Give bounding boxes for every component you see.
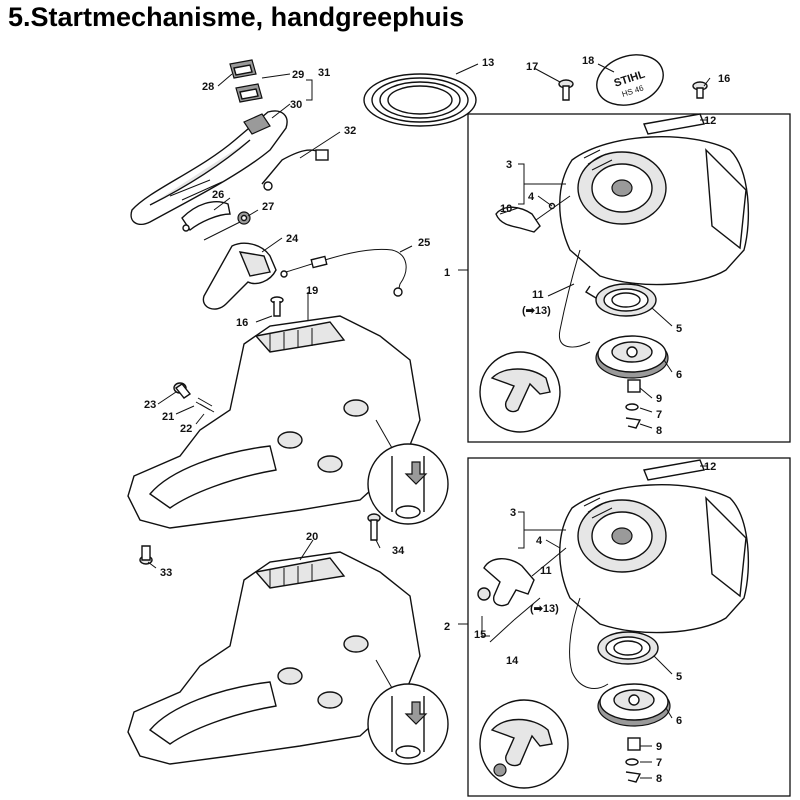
callout-11-top: 11	[532, 289, 544, 301]
callout-5-top: 5	[676, 323, 682, 335]
rope-handle-14	[477, 547, 567, 607]
callout-7-top: 7	[656, 409, 662, 421]
stihl-decal-18: STIHL HS 46	[596, 54, 664, 106]
starter-cover-1	[559, 136, 750, 286]
callout-8-bottom: 8	[656, 773, 662, 785]
screw-33	[139, 545, 153, 565]
callout-6-bottom: 6	[676, 715, 682, 727]
callout-9-top: 9	[656, 393, 662, 405]
callout-labels: 1 2 3 3 4 4 5 5 6 6 7 7 8 8 9 9 10 11 (➡…	[144, 55, 730, 785]
spring-27	[237, 211, 251, 225]
rope-rotor-6-top	[595, 335, 669, 379]
starter-rope-13	[363, 73, 477, 127]
callout-3-top: 3	[506, 159, 512, 171]
spring-5-top	[585, 283, 657, 317]
callout-12-bottom: 12	[704, 461, 716, 473]
callout-27: 27	[262, 201, 274, 213]
rope-rotor-6-bottom	[597, 683, 671, 727]
callout-15: 15	[474, 629, 486, 641]
detail-frame-starter-2	[467, 457, 791, 797]
callout-28: 28	[202, 81, 214, 93]
callout-4-bottom: 4	[536, 535, 543, 547]
label-12-bottom	[643, 459, 705, 481]
callout-20: 20	[306, 531, 318, 543]
handle-housing-20	[127, 551, 421, 765]
handle-detail-circle-bottom	[479, 699, 569, 789]
label-12-top	[643, 113, 705, 135]
callout-16-right: 16	[718, 73, 730, 85]
callout-34: 34	[392, 545, 405, 557]
spring-5-bottom	[597, 631, 659, 665]
page-title: 5.Startmechanisme, handgreephuis	[8, 2, 465, 32]
callout-29: 29	[292, 69, 304, 81]
callout-2: 2	[444, 621, 450, 633]
callout-33: 33	[160, 567, 172, 579]
pawl-9-bottom	[627, 737, 641, 751]
callout-32: 32	[344, 125, 356, 137]
spring-clip-8-top	[625, 417, 642, 429]
switch-rocker-28	[229, 59, 257, 79]
washer-7-top	[625, 403, 639, 411]
switch-cover-29	[235, 83, 263, 103]
callout-14: 14	[506, 655, 519, 667]
callout-26: 26	[212, 189, 224, 201]
callout-24: 24	[286, 233, 299, 245]
bushing-23	[173, 382, 192, 399]
callout-30: 30	[290, 99, 302, 111]
callout-11-bottom: 11	[540, 565, 552, 577]
callout-22: 22	[180, 423, 192, 435]
screw-16-left	[270, 296, 284, 317]
rope-11-bottom	[569, 597, 609, 689]
throttle-trigger-24	[202, 242, 277, 310]
callout-3-bottom: 3	[510, 507, 516, 519]
lever-26	[181, 200, 231, 232]
callout-31: 31	[318, 67, 330, 79]
callout-10: 10	[500, 203, 512, 215]
callout-7-bottom: 7	[656, 757, 662, 769]
callout-19: 19	[306, 285, 318, 297]
handle-housing-19	[127, 315, 421, 529]
cable-clip-32	[261, 149, 329, 191]
callout-6-top: 6	[676, 369, 682, 381]
rope-handle-10	[495, 195, 571, 233]
screw-34	[367, 513, 381, 541]
callout-13: 13	[482, 57, 494, 69]
screw-16-right	[692, 81, 708, 99]
rope-11-top	[558, 249, 591, 348]
callout-21: 21	[162, 411, 174, 423]
callout-25: 25	[418, 237, 430, 249]
callout-4-top: 4	[528, 191, 535, 203]
callout-5-bottom: 5	[676, 671, 682, 683]
callout-9-bottom: 9	[656, 741, 662, 753]
washer-7-bottom	[625, 758, 639, 766]
callout-11-bottom-ref: (➡13)	[530, 603, 559, 615]
callout-23: 23	[144, 399, 156, 411]
callout-16-left: 16	[236, 317, 248, 329]
pawl-9-top	[627, 379, 641, 393]
detail-circle-20	[367, 659, 449, 765]
callout-17: 17	[526, 61, 538, 73]
throttle-cable-25	[280, 248, 407, 297]
starter-cover-2	[559, 484, 750, 634]
handle-grip-30	[130, 110, 288, 226]
spring-clip-8-bottom	[625, 771, 642, 783]
callout-18: 18	[582, 55, 594, 67]
callout-12-top: 12	[704, 115, 716, 127]
detail-circle-19	[367, 419, 449, 525]
callout-8-top: 8	[656, 425, 662, 437]
callout-1: 1	[444, 267, 450, 279]
callout-11-top-ref: (➡13)	[522, 305, 551, 317]
screw-17	[558, 79, 574, 101]
spring-22	[195, 397, 215, 413]
detail-frame-starter-1	[467, 113, 791, 443]
handle-detail-circle-top	[479, 351, 561, 433]
leader-lines	[147, 63, 711, 779]
